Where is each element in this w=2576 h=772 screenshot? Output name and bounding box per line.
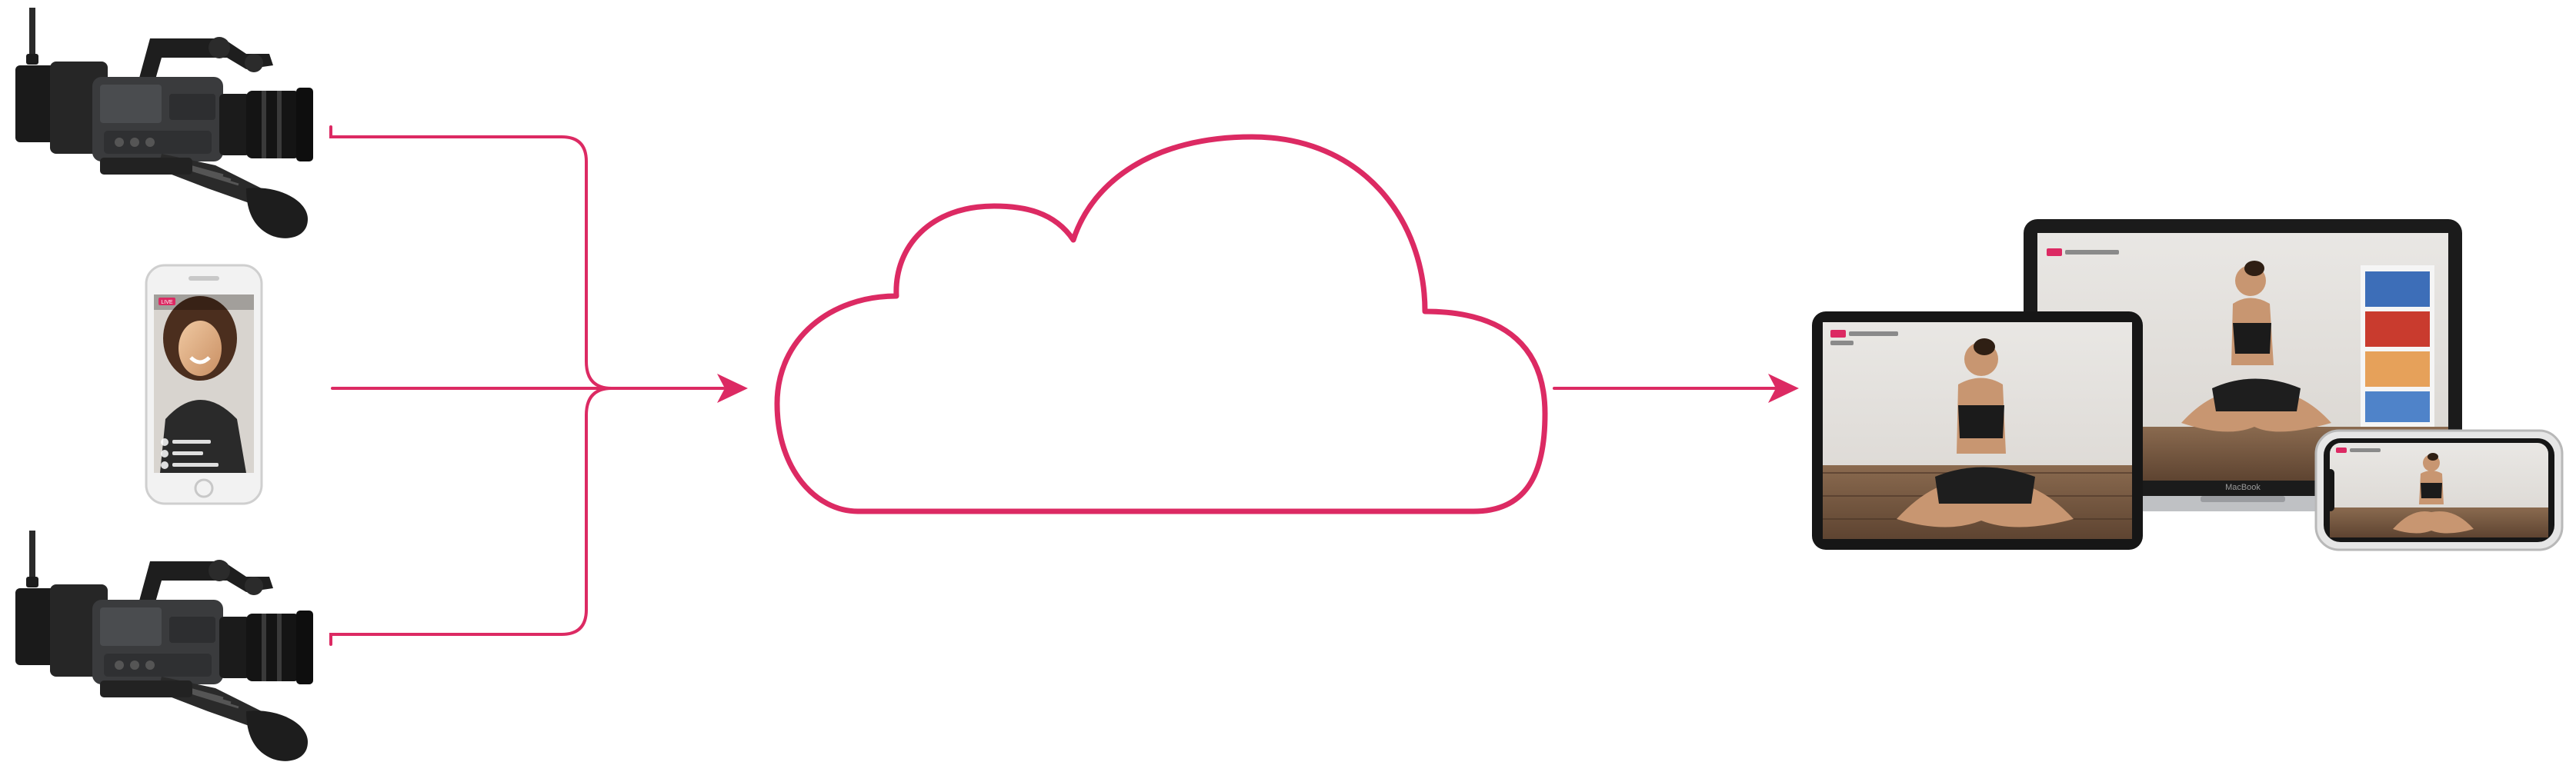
tablet-icon — [1812, 311, 2143, 550]
live-badge: LIVE — [161, 300, 173, 305]
cloud-icon — [777, 137, 1545, 511]
person-face — [179, 321, 222, 376]
laptop-brand-label: MacBook — [2225, 483, 2261, 492]
smartphone-icon: LIVE — [146, 265, 262, 504]
connector-camera-top — [331, 127, 612, 388]
smartphone-icon — [2316, 431, 2562, 550]
connector-camera-bottom — [331, 388, 612, 644]
video-camera-icon — [15, 531, 313, 761]
video-camera-icon — [15, 8, 313, 238]
connector-lines — [331, 127, 1785, 644]
